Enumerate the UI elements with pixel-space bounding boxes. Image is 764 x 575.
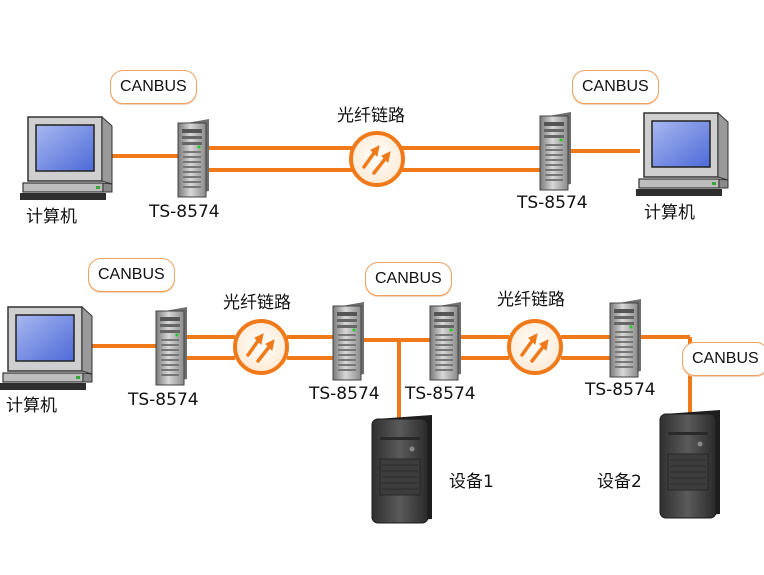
converter-label: TS-8574 (517, 193, 588, 213)
canbus-badge: CANBUS (682, 342, 764, 376)
canbus-badge: CANBUS (110, 70, 197, 104)
fiber-link-label: 光纤链路 (223, 293, 291, 313)
card-reader-icon (371, 414, 433, 524)
computer-label: 计算机 (644, 203, 695, 223)
converter-label: TS-8574 (309, 384, 380, 404)
canbus-badge: CANBUS (365, 262, 452, 296)
computer-icon (19, 116, 113, 201)
converter-label: TS-8574 (149, 202, 220, 222)
server-tower-icon (332, 301, 365, 381)
computer-label: 计算机 (6, 396, 57, 416)
fiber-optic-icon (507, 319, 563, 375)
server-tower-icon (539, 111, 572, 191)
card-reader-icon (659, 409, 721, 519)
device1-label: 设备1 (449, 472, 494, 492)
canbus-badge: CANBUS (572, 70, 659, 104)
server-tower-icon (609, 298, 642, 378)
converter-label: TS-8574 (128, 390, 199, 410)
top-link-lines (108, 146, 640, 172)
server-tower-icon (155, 306, 188, 386)
computer-label: 计算机 (26, 207, 77, 227)
computer-icon (635, 112, 729, 197)
fiber-optic-icon (349, 131, 405, 187)
device2-label: 设备2 (597, 472, 642, 492)
converter-label: TS-8574 (585, 380, 656, 400)
converter-label: TS-8574 (405, 384, 476, 404)
fiber-link-label: 光纤链路 (337, 106, 405, 126)
canbus-badge: CANBUS (88, 258, 175, 292)
fiber-link-label: 光纤链路 (497, 290, 565, 310)
server-tower-icon (177, 118, 210, 198)
server-tower-icon (429, 301, 462, 381)
computer-icon (0, 306, 93, 391)
fiber-optic-icon (233, 319, 289, 375)
